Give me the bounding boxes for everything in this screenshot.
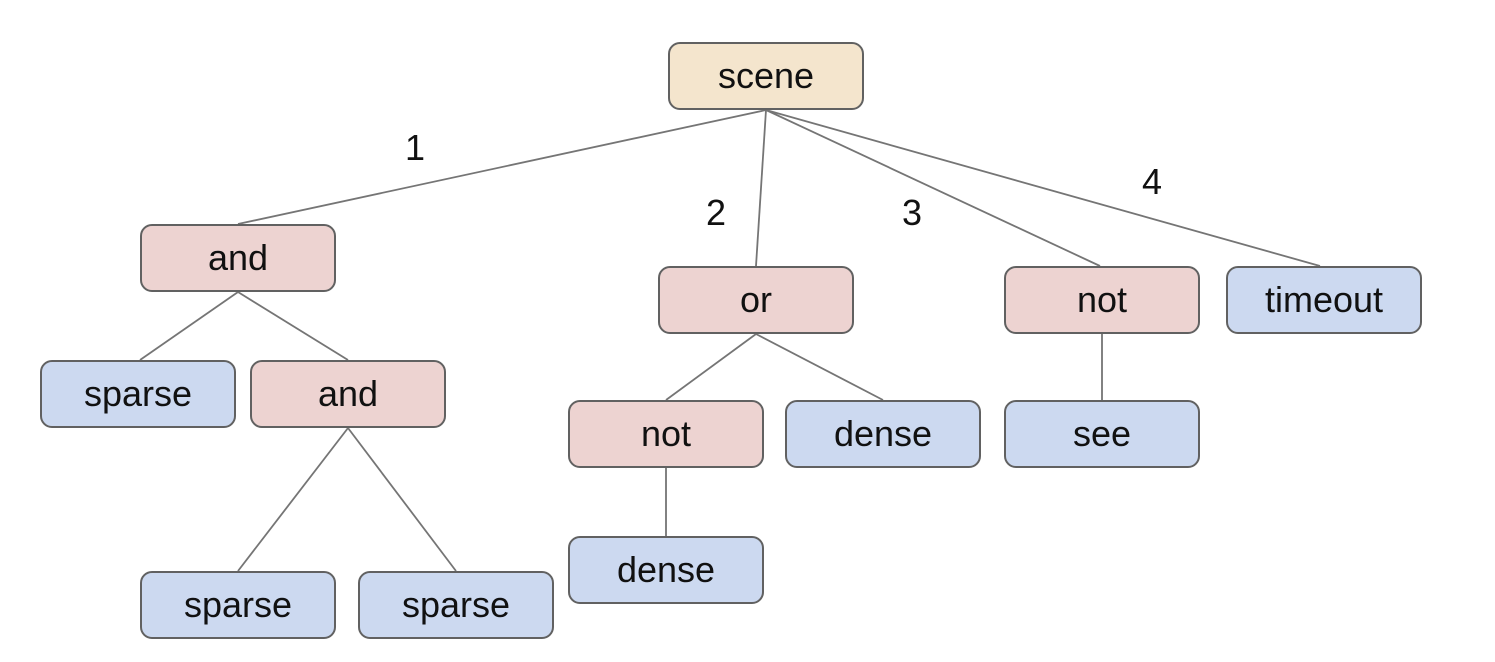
node-sparse-3: sparse	[358, 571, 554, 639]
node-timeout: timeout	[1226, 266, 1422, 334]
edge-and2-sparse2	[237, 427, 349, 572]
edge-label-branch-4: 4	[1141, 161, 1163, 202]
node-dense-2: dense	[568, 536, 764, 604]
edge-and-sparse	[139, 291, 239, 361]
node-sparse-2: sparse	[140, 571, 336, 639]
node-not-2: not	[568, 400, 764, 468]
edge-scene-and	[237, 109, 767, 225]
edge-scene-or	[755, 109, 767, 267]
edge-scene-not	[765, 109, 1101, 267]
node-sparse-1: sparse	[40, 360, 236, 428]
node-and-1: and	[140, 224, 336, 292]
node-scene: scene	[668, 42, 864, 110]
edge-and2-sparse3	[347, 427, 457, 572]
node-or: or	[658, 266, 854, 334]
edge-and-and	[237, 291, 349, 361]
edge-or-not	[665, 333, 757, 401]
edge-or-dense	[755, 333, 884, 401]
edge-label-branch-1: 1	[404, 127, 426, 168]
node-dense-1: dense	[785, 400, 981, 468]
node-see: see	[1004, 400, 1200, 468]
node-and-2: and	[250, 360, 446, 428]
node-not-1: not	[1004, 266, 1200, 334]
edge-label-branch-2: 2	[705, 192, 727, 233]
edge-scene-timeout	[765, 109, 1321, 267]
edge-label-branch-3: 3	[901, 192, 923, 233]
